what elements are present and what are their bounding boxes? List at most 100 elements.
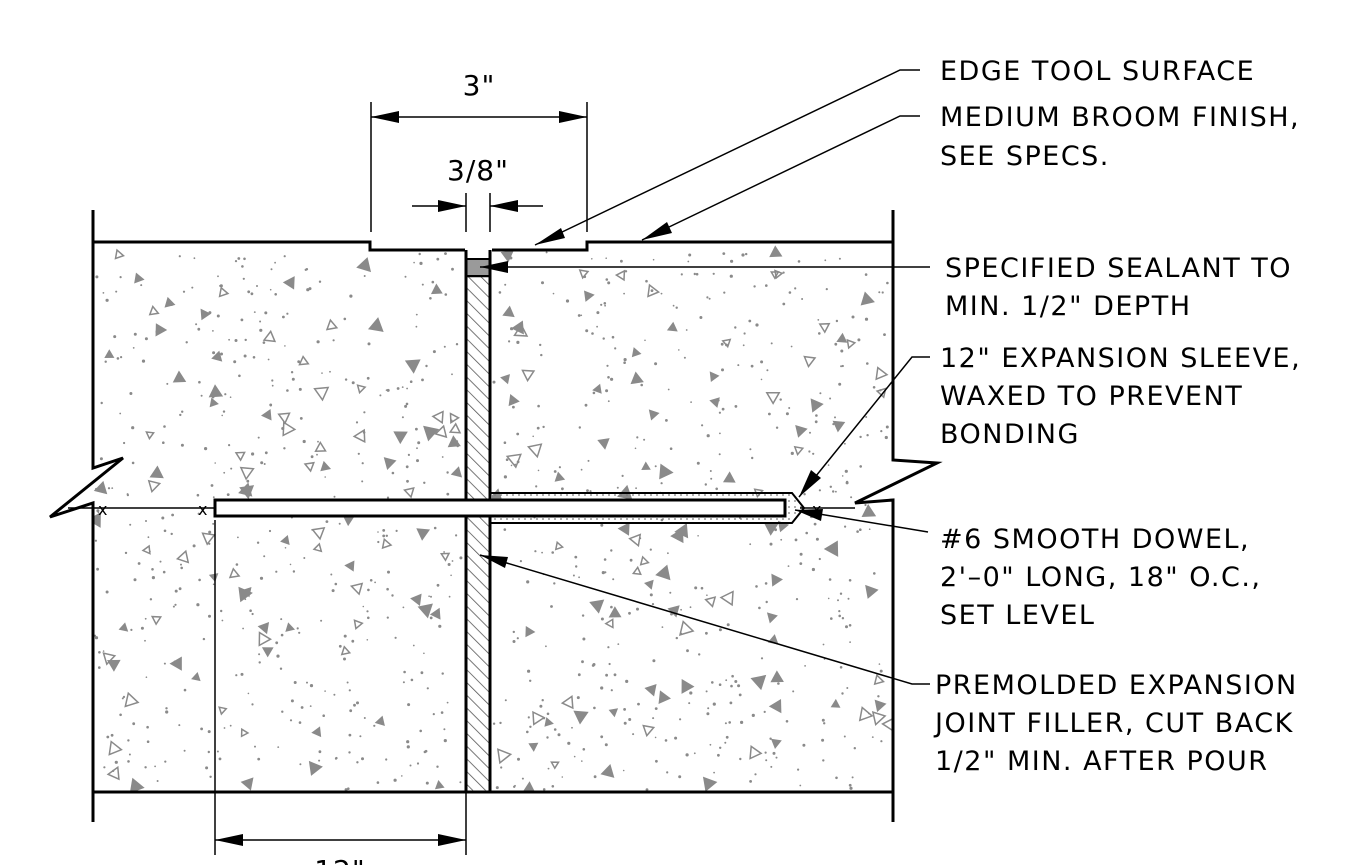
- aggregate-dot: [839, 421, 843, 425]
- aggregate-dot: [844, 442, 846, 445]
- aggregate-dot: [738, 693, 742, 697]
- aggregate-mark: [450, 466, 463, 478]
- aggregate-dot: [220, 352, 223, 356]
- aggregate-mark: [508, 394, 520, 407]
- aggregate-dot: [706, 434, 710, 438]
- aggregate-mark: [709, 397, 720, 408]
- aggregate-mark: [496, 748, 513, 765]
- aggregate-dot: [208, 542, 211, 545]
- aggregate-dot: [293, 681, 297, 684]
- aggregate-dot: [835, 490, 837, 493]
- aggregate-dot: [443, 728, 446, 731]
- aggregate-dot: [259, 320, 262, 323]
- aggregate-dot: [300, 706, 304, 709]
- callout-edge-tool: EDGE TOOL SURFACE: [940, 56, 1255, 87]
- aggregate-dot: [841, 617, 845, 620]
- aggregate-dot: [723, 291, 726, 294]
- aggregate-dot: [290, 371, 294, 374]
- aggregate-dot: [529, 725, 532, 728]
- aggregate-dot: [868, 528, 871, 530]
- aggregate-dot: [275, 641, 279, 645]
- aggregate-dot: [94, 636, 99, 640]
- aggregate-dot: [699, 316, 703, 319]
- aggregate-dot: [649, 593, 653, 597]
- aggregate-dot: [623, 721, 627, 725]
- aggregate-dot: [660, 482, 663, 485]
- aggregate-dot: [593, 775, 597, 779]
- aggregate-dot: [274, 293, 278, 296]
- aggregate-dot: [583, 275, 587, 279]
- leader-filler: [479, 554, 930, 685]
- aggregate-dot: [553, 582, 556, 585]
- aggregate-dot: [871, 736, 874, 738]
- aggregate-dot: [822, 759, 825, 762]
- aggregate-dot: [605, 673, 608, 677]
- aggregate-dot: [331, 589, 335, 593]
- aggregate-dot: [678, 775, 682, 779]
- aggregate-dot: [207, 750, 210, 754]
- aggregate-dot: [645, 279, 648, 283]
- aggregate-dot: [512, 630, 515, 634]
- aggregate-dot: [180, 443, 184, 447]
- aggregate-dot: [421, 283, 424, 286]
- aggregate-dot: [872, 386, 876, 389]
- aggregate-dot: [805, 531, 808, 535]
- aggregate-dot: [841, 364, 844, 368]
- aggregate-dot: [821, 738, 825, 742]
- aggregate-dot: [693, 272, 696, 276]
- aggregate-dot: [183, 749, 186, 752]
- aggregate-dot: [527, 716, 530, 719]
- aggregate-dot: [694, 586, 698, 590]
- aggregate-dot: [164, 760, 167, 763]
- aggregate-dot: [246, 488, 249, 491]
- aggregate-dot: [257, 436, 260, 439]
- leader-dowel: [794, 509, 929, 533]
- aggregate-dot: [233, 360, 237, 364]
- aggregate-dot: [310, 455, 314, 459]
- aggregate-dot: [830, 617, 833, 620]
- aggregate-dot: [279, 667, 283, 670]
- aggregate-dot: [309, 705, 312, 707]
- aggregate-mark: [681, 678, 695, 694]
- aggregate-dot: [848, 579, 852, 582]
- aggregate-dot: [355, 421, 359, 424]
- aggregate-dot: [865, 416, 868, 418]
- aggregate-dot: [775, 426, 779, 429]
- aggregate-dot: [404, 404, 408, 408]
- aggregate-mark: [768, 698, 782, 714]
- aggregate-dot: [545, 645, 547, 648]
- aggregate-dot: [637, 702, 640, 706]
- aggregate-dot: [797, 768, 800, 771]
- aggregate-dot: [316, 453, 318, 456]
- aggregate-dot: [623, 358, 627, 362]
- aggregate-dot: [362, 605, 365, 608]
- aggregate-dot: [180, 563, 182, 566]
- aggregate-dot: [179, 413, 182, 417]
- callout-sealant: SPECIFIED SEALANT TO MIN. 1/2" DEPTH: [945, 253, 1302, 322]
- aggregate-dot: [818, 489, 822, 492]
- aggregate-dot: [679, 718, 682, 721]
- aggregate-dot: [221, 414, 223, 417]
- aggregate-mark: [340, 645, 352, 656]
- aggregate-dot: [132, 347, 135, 349]
- aggregate-dot: [182, 290, 186, 293]
- aggregate-dot: [444, 293, 448, 296]
- aggregate-dot: [788, 407, 791, 409]
- aggregate-dot: [797, 260, 801, 263]
- aggregate-dot: [794, 538, 798, 542]
- aggregate-dot: [178, 724, 181, 727]
- aggregate-dot: [600, 686, 604, 690]
- aggregate-dot: [586, 489, 589, 492]
- aggregate-dot: [131, 461, 135, 465]
- aggregate-mark: [871, 710, 887, 727]
- aggregate-mark: [200, 308, 211, 321]
- aggregate-dot: [94, 487, 99, 492]
- aggregate-dot: [734, 326, 737, 329]
- aggregate-dot: [409, 764, 412, 767]
- aggregate-dot: [840, 350, 843, 353]
- aggregate-dot: [613, 673, 617, 677]
- aggregate-dot: [886, 281, 889, 285]
- aggregate-mark: [749, 745, 763, 760]
- aggregate-dot: [879, 389, 882, 392]
- aggregate-mark: [449, 412, 460, 425]
